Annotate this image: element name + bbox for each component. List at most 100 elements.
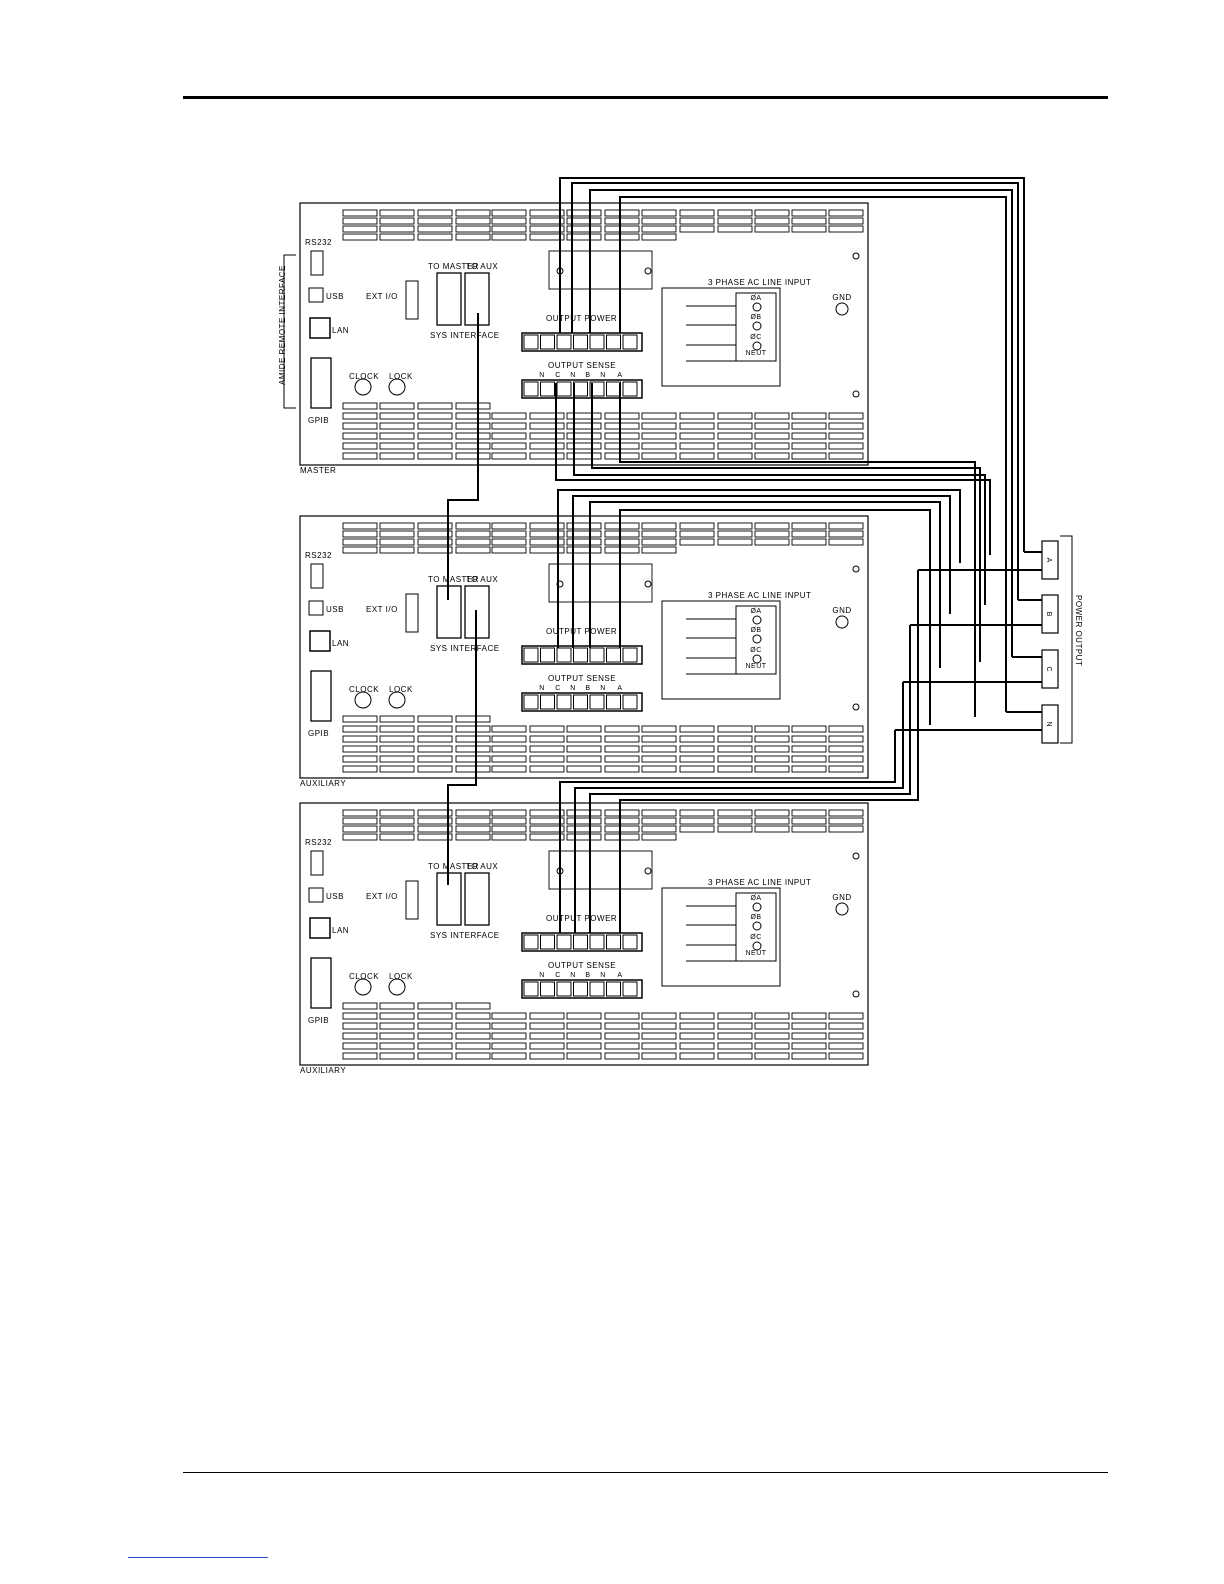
ac-input-block [661, 287, 781, 387]
vent-slot [342, 522, 378, 530]
phase-label: ØB [750, 314, 761, 321]
vent-slot [791, 1032, 827, 1040]
vent-slot [342, 402, 378, 410]
vent-slot [566, 217, 602, 225]
vent-slot [604, 1032, 640, 1040]
vent-slot [717, 1042, 753, 1050]
vent-slot [417, 1032, 453, 1040]
power-output-cable [572, 495, 951, 648]
power-output-cable [589, 501, 941, 668]
ac-terminal-block [735, 892, 777, 962]
vent-slot [379, 1002, 415, 1010]
vent-slot [417, 402, 453, 410]
clock-connector [354, 378, 372, 396]
usb-label: USB [326, 605, 344, 614]
vent-slot [379, 1022, 415, 1030]
lan-port [309, 317, 331, 339]
screw-icon [852, 703, 860, 711]
vent-slot [717, 825, 753, 833]
vent-slot [455, 452, 491, 460]
vent-slot [717, 755, 753, 763]
vent-slot [641, 825, 677, 833]
vent-slot [754, 422, 790, 430]
sense-terminal-label: N [570, 685, 576, 692]
vent-slot [529, 833, 565, 841]
phase-label: ØA [750, 895, 761, 902]
phase-terminal [752, 302, 762, 312]
phase-terminal [752, 634, 762, 644]
ac-input-block [661, 887, 781, 987]
gnd-terminal [835, 615, 849, 629]
vent-slot [379, 1032, 415, 1040]
terminal-screw [573, 981, 588, 997]
vent-slot [604, 1052, 640, 1060]
gnd-label: GND [832, 293, 851, 302]
vent-slot [491, 546, 527, 554]
vent-slot [641, 735, 677, 743]
terminal-screw [606, 934, 621, 950]
vent-slot [717, 538, 753, 546]
phase-terminal [752, 941, 762, 951]
vent-slot [679, 530, 715, 538]
vent-slot [491, 1052, 527, 1060]
vent-slot [717, 1052, 753, 1060]
vent-slot [529, 745, 565, 753]
lan-port [309, 630, 331, 652]
output-power-terminal-block [521, 932, 643, 952]
vent-slot [529, 538, 565, 546]
vent-slot [828, 432, 864, 440]
vent-slot [491, 765, 527, 773]
power-output-cable [589, 625, 911, 933]
vent-slot [754, 1012, 790, 1020]
vent-slot [417, 825, 453, 833]
ac-terminal-block [735, 605, 777, 675]
vent-slot [717, 522, 753, 530]
phase-label: ØC [750, 934, 762, 941]
terminal-screw [606, 981, 621, 997]
vent-slot [491, 745, 527, 753]
vent-slot [717, 817, 753, 825]
vent-slot [566, 825, 602, 833]
vent-slot [491, 735, 527, 743]
ac-input-label: 3 PHASE AC LINE INPUT [708, 278, 811, 287]
vent-slot [791, 522, 827, 530]
vent-slot [641, 1052, 677, 1060]
power-output-cable [557, 489, 961, 648]
vent-slot [529, 217, 565, 225]
rs232-port [310, 250, 324, 276]
vent-slot [455, 765, 491, 773]
vent-slot [455, 233, 491, 241]
vent-slot [529, 412, 565, 420]
vent-slot [379, 522, 415, 530]
vent-slot [754, 809, 790, 817]
phase-label: ØB [750, 627, 761, 634]
vent-slot [342, 735, 378, 743]
vent-slot [717, 530, 753, 538]
to-aux-connector [464, 872, 490, 926]
vent-slot [754, 217, 790, 225]
vent-slot [754, 209, 790, 217]
output-power-label: OUTPUT POWER [546, 627, 617, 636]
vent-slot [791, 209, 827, 217]
vent-slot [491, 209, 527, 217]
terminal-screw [573, 934, 588, 950]
vent-slot [828, 422, 864, 430]
usb-label: USB [326, 892, 344, 901]
vent-slot [828, 755, 864, 763]
terminal-screw [573, 381, 588, 397]
vent-slot [342, 452, 378, 460]
terminal-screw [622, 694, 638, 710]
sense-terminal-label: N [570, 972, 576, 979]
vent-slot [828, 1042, 864, 1050]
vent-slot [379, 1042, 415, 1050]
vent-slot [754, 522, 790, 530]
vent-slot [791, 225, 827, 233]
vent-slot [491, 422, 527, 430]
vent-slot [342, 233, 378, 241]
vent-slot [491, 412, 527, 420]
vent-slot [717, 432, 753, 440]
terminal-screw [589, 694, 605, 710]
vent-slot [417, 1012, 453, 1020]
output-power-terminal-block [521, 645, 643, 665]
vent-slot [754, 1022, 790, 1030]
